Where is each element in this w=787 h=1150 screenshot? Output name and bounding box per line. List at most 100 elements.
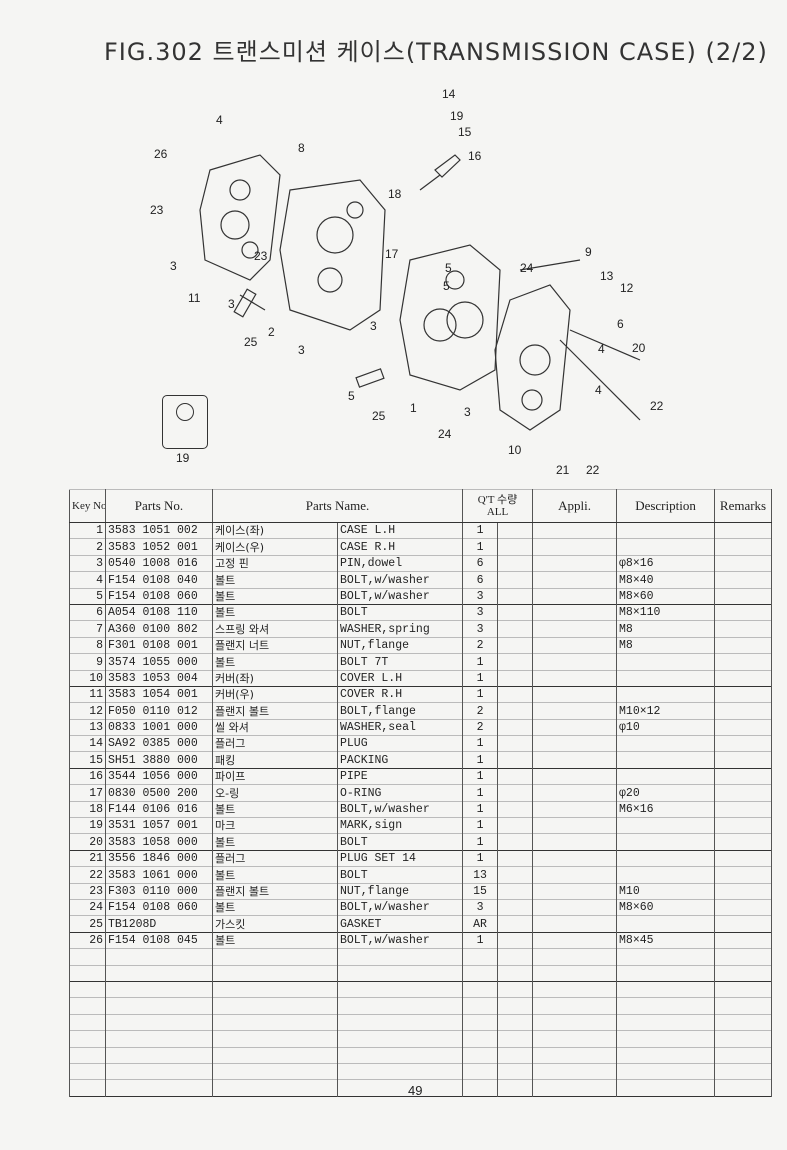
- cell-key: 9: [69, 653, 106, 671]
- callout-20: 20: [632, 341, 646, 355]
- cell-blank: [714, 1079, 773, 1097]
- cell-parts-no: 0833 1001 000: [105, 718, 213, 736]
- cell-name-en: PACKING: [336, 751, 464, 769]
- cell-name-en: BOLT,w/washer: [336, 800, 464, 818]
- cell-name-en: O-RING: [336, 784, 464, 802]
- cell-name-kr: 플러그: [212, 849, 338, 867]
- cell-blank: [69, 964, 106, 982]
- cell-blank: [532, 964, 618, 982]
- header-description: Description: [616, 489, 716, 523]
- cell-blank: [462, 964, 499, 982]
- cell-appli: [532, 702, 618, 720]
- table-row-blank: [69, 948, 773, 966]
- cell-blank: [105, 1013, 213, 1031]
- cell-name-en: BOLT: [336, 833, 464, 851]
- cell-parts-no: 0540 1008 016: [105, 554, 213, 572]
- cell-qty: 1: [462, 784, 499, 802]
- cell-blank: [532, 1079, 618, 1097]
- callout-4: 4: [216, 113, 223, 127]
- cell-qty: 1: [462, 653, 499, 671]
- table-row-blank: [69, 1030, 773, 1047]
- cell-blank: [212, 997, 338, 1015]
- cell-remarks: [714, 784, 773, 802]
- cell-qty-extra: [497, 833, 534, 851]
- cell-appli: [532, 833, 618, 851]
- cell-appli: [532, 521, 618, 539]
- cell-qty: 1: [462, 817, 499, 834]
- parts-table: Key No. Parts No. Parts Name. Q'T 수량 ALL…: [69, 489, 773, 1097]
- cell-name-en: GASKET: [336, 915, 464, 933]
- cell-description: [616, 735, 716, 752]
- cell-parts-no: F154 0108 040: [105, 571, 213, 589]
- cell-blank: [69, 1079, 106, 1097]
- callout-11: 11: [188, 291, 201, 305]
- cell-blank: [212, 1079, 338, 1097]
- cell-key: 7: [69, 620, 106, 638]
- cell-blank: [532, 1062, 618, 1080]
- cell-blank: [714, 980, 773, 998]
- cell-blank: [212, 964, 338, 982]
- cell-name-en: CASE L.H: [336, 521, 464, 539]
- cell-qty-extra: [497, 554, 534, 572]
- cell-description: [616, 669, 716, 687]
- inset-label: 19: [176, 451, 190, 465]
- cell-description: M10: [616, 882, 716, 900]
- callout-9: 9: [585, 245, 592, 259]
- cell-blank: [69, 1013, 106, 1031]
- cell-remarks: [714, 554, 773, 572]
- cell-name-en: BOLT,w/washer: [336, 587, 464, 605]
- cell-qty: 1: [462, 669, 499, 687]
- cell-blank: [532, 1013, 618, 1031]
- cell-blank: [336, 997, 464, 1015]
- cell-qty-extra: [497, 767, 534, 785]
- cell-blank: [462, 980, 499, 998]
- cell-key: 15: [69, 751, 106, 769]
- callout-16: 16: [468, 149, 482, 163]
- cell-description: [616, 915, 716, 933]
- cell-blank: [616, 1013, 716, 1031]
- cell-blank: [105, 1062, 213, 1080]
- header-key: Key No.: [69, 489, 106, 523]
- cell-name-kr: 오-링: [212, 784, 338, 802]
- cell-description: M10×12: [616, 702, 716, 720]
- cell-description: [616, 767, 716, 785]
- callout-26: 26: [154, 147, 168, 161]
- cell-blank: [336, 1062, 464, 1080]
- cell-name-en: BOLT,w/washer: [336, 898, 464, 916]
- cell-blank: [212, 1046, 338, 1064]
- callout-5b: 5: [443, 279, 450, 293]
- cell-qty-extra: [497, 751, 534, 769]
- cell-name-kr: 케이스(우): [212, 538, 338, 556]
- cell-qty-extra: [497, 620, 534, 638]
- cell-appli: [532, 571, 618, 589]
- cell-qty-extra: [497, 849, 534, 867]
- cell-blank: [462, 1062, 499, 1080]
- cell-blank: [462, 1046, 499, 1064]
- callout-22b: 22: [586, 463, 600, 477]
- callout-3e: 3: [464, 405, 471, 419]
- cell-key: 17: [69, 784, 106, 802]
- cell-description: M8×110: [616, 603, 716, 621]
- cell-blank: [336, 1046, 464, 1064]
- table-row-blank: [69, 980, 773, 998]
- cell-key: 12: [69, 702, 106, 720]
- cell-key: 20: [69, 833, 106, 851]
- cell-remarks: [714, 898, 773, 916]
- cell-name-en: BOLT 7T: [336, 653, 464, 671]
- cell-blank: [336, 948, 464, 966]
- cell-qty: 6: [462, 571, 499, 589]
- cell-qty-extra: [497, 587, 534, 605]
- cell-blank: [69, 1046, 106, 1064]
- cell-remarks: [714, 636, 773, 654]
- cell-name-en: PIN,dowel: [336, 554, 464, 572]
- cell-appli: [532, 849, 618, 867]
- cell-appli: [532, 931, 618, 949]
- cell-blank: [616, 1046, 716, 1064]
